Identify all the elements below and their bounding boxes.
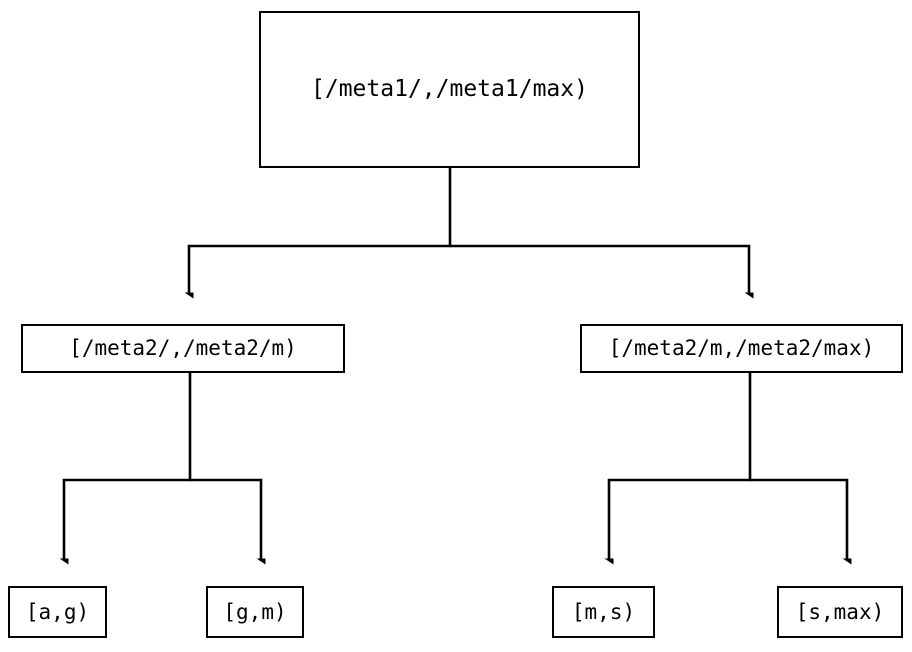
edge-meta2-right-to-leaf-ms: [609, 373, 752, 559]
edge-root-to-meta2-left: [189, 168, 452, 293]
edge-meta2-left-to-leaf-gm: [190, 478, 261, 559]
tree-node-meta2-right-label: [/meta2/m,/meta2/max): [608, 336, 875, 360]
tree-node-leaf-ms[interactable]: [m,s): [552, 586, 655, 638]
tree-node-leaf-ag[interactable]: [a,g): [8, 586, 107, 638]
tree-node-meta2-right[interactable]: [/meta2/m,/meta2/max): [580, 324, 903, 373]
edge-meta2-left-to-leaf-ag: [64, 373, 192, 559]
edge-meta2-right-to-leaf-smax: [750, 478, 847, 559]
tree-node-leaf-gm-label: [g,m): [223, 599, 287, 624]
tree-node-leaf-smax[interactable]: [s,max): [777, 586, 903, 638]
tree-node-meta2-left[interactable]: [/meta2/,/meta2/m): [21, 324, 345, 373]
edge-root-to-meta2-right: [450, 244, 749, 293]
tree-node-leaf-ms-label: [m,s): [571, 599, 636, 624]
tree-node-root-label: [/meta1/,/meta1/max): [311, 76, 588, 102]
tree-node-leaf-gm[interactable]: [g,m): [206, 586, 304, 638]
tree-node-leaf-smax-label: [s,max): [795, 599, 885, 624]
tree-node-leaf-ag-label: [a,g): [25, 599, 90, 624]
tree-node-meta2-left-label: [/meta2/,/meta2/m): [69, 336, 297, 360]
tree-node-root[interactable]: [/meta1/,/meta1/max): [259, 11, 640, 168]
